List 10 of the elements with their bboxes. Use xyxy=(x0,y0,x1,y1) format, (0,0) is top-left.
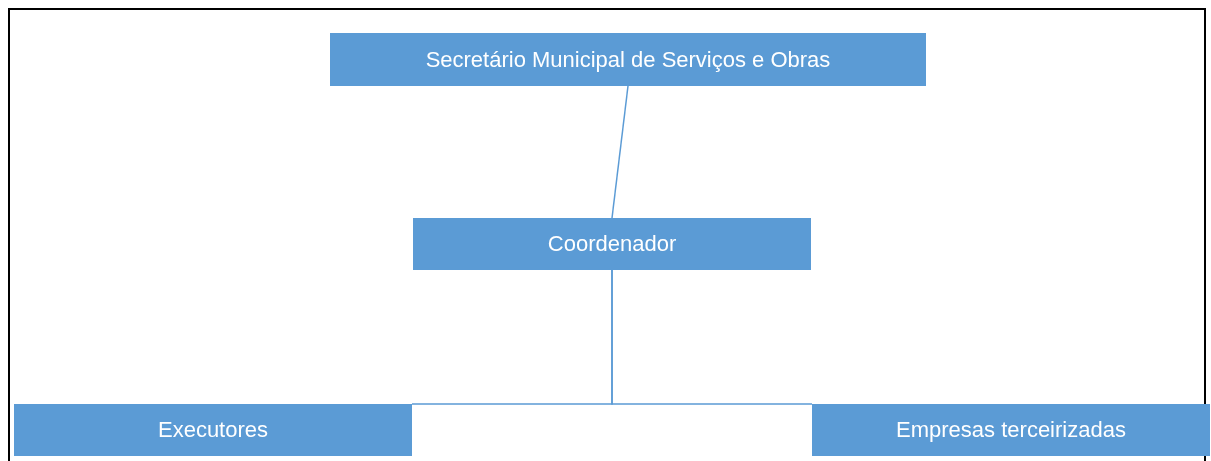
org-box xyxy=(812,404,1210,456)
box-label: Empresas terceirizadas xyxy=(896,417,1126,443)
connector-line xyxy=(611,85,629,219)
org-box xyxy=(413,218,811,270)
box-label: Coordenador xyxy=(547,231,677,257)
box-label: Executores xyxy=(157,417,269,443)
box-label: Secretário Municipal de Serviços e Obras xyxy=(425,46,831,73)
org-box xyxy=(14,404,412,456)
org-box xyxy=(330,33,926,86)
connector-line xyxy=(611,269,813,405)
